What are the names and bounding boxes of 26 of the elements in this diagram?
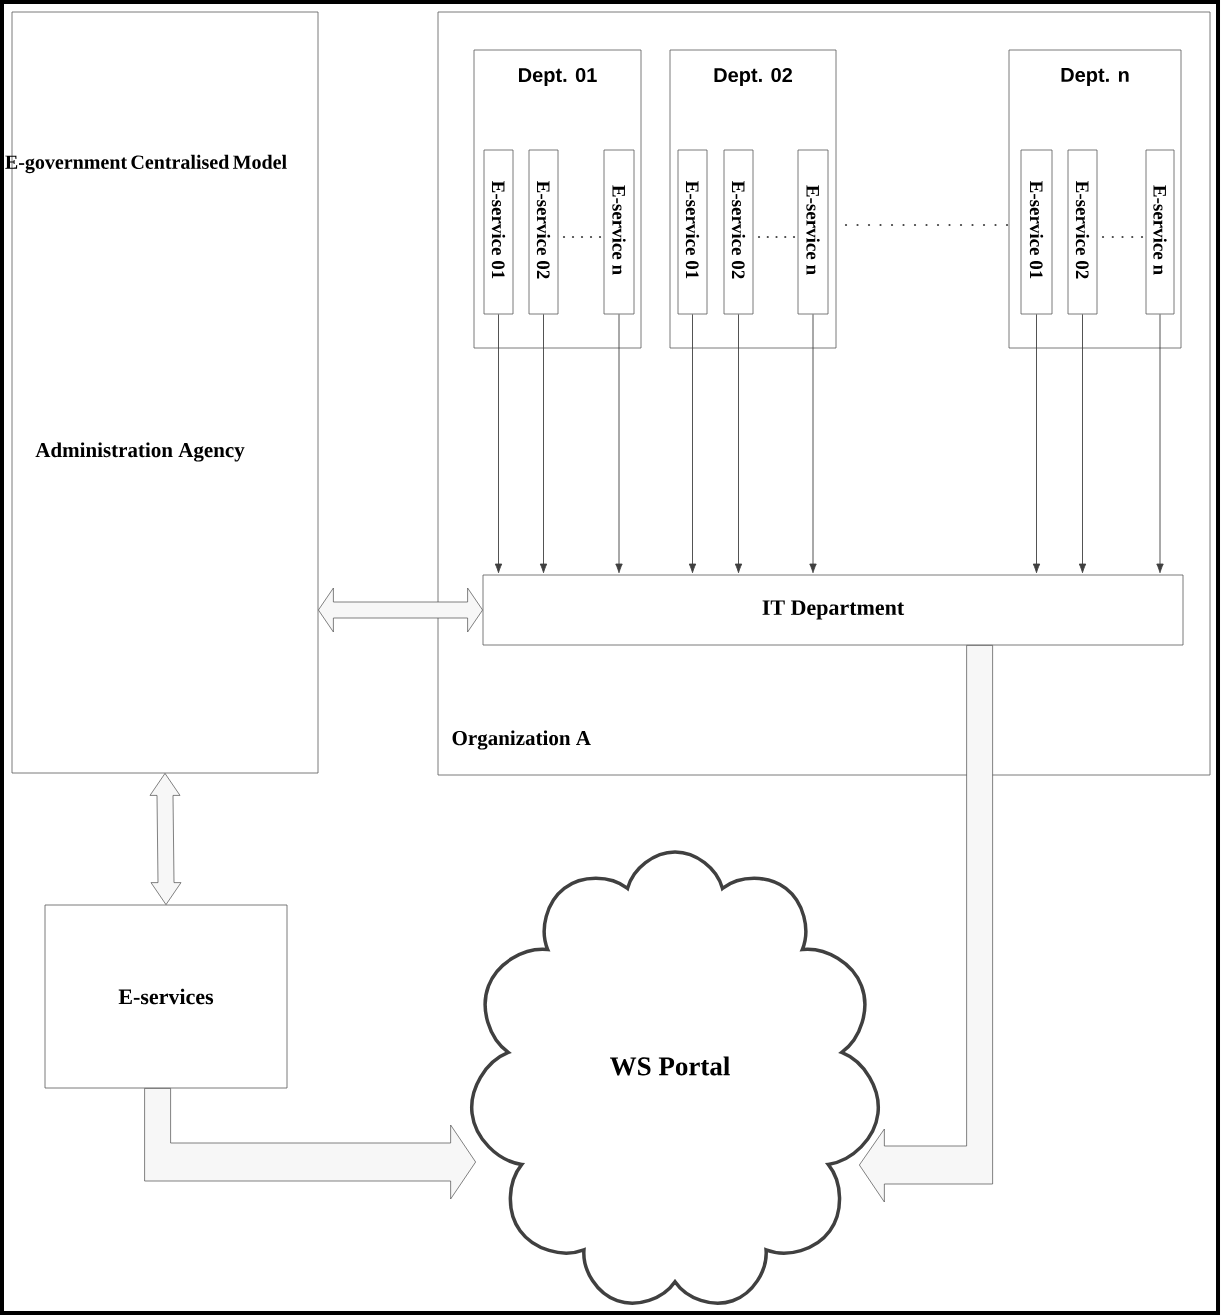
service-box: E-service 02	[528, 149, 559, 315]
service-box: E-service n	[603, 149, 635, 315]
process-box: IT Department	[482, 574, 1184, 646]
double-arrow	[318, 587, 483, 633]
service-box: E-service 02	[723, 149, 754, 315]
arrow	[1032, 313, 1041, 574]
arrow	[615, 313, 623, 574]
arrow	[1078, 313, 1087, 574]
service-box: E-service 01	[483, 149, 514, 315]
block-arrow	[144, 1088, 476, 1200]
arrow	[1156, 313, 1164, 574]
arrow	[494, 313, 503, 574]
portal-cloud: WS Portal	[470, 850, 880, 1305]
double-arrow	[149, 773, 182, 905]
service-box: E-service 01	[677, 149, 708, 315]
arrow	[688, 313, 697, 574]
arrow	[539, 313, 548, 574]
arrow	[809, 313, 817, 574]
service-box: E-service 01	[1020, 149, 1053, 315]
process-box: E-services	[44, 904, 288, 1089]
block-arrow	[859, 645, 993, 1203]
title: E-government Centralised Model	[5, 154, 287, 174]
arrow	[734, 313, 743, 574]
service-box: E-service n	[797, 149, 829, 315]
service-box: E-service n	[1145, 149, 1175, 315]
service-box: E-service 02	[1067, 149, 1098, 315]
